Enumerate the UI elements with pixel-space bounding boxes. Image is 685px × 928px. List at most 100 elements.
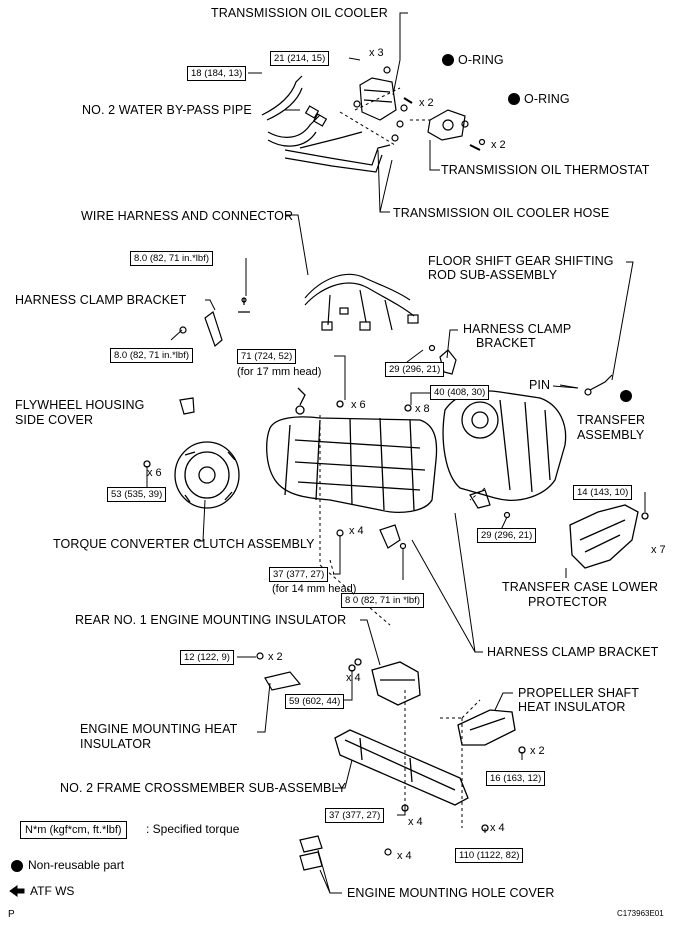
label-harness-clamp-bracket-right-2: BRACKET (476, 336, 536, 350)
oil-thermostat-part (427, 109, 486, 151)
qty-heat-insulator: x 2 (268, 651, 283, 663)
torque-rear-insulator: 59 (602, 44) (285, 694, 345, 709)
leader-propeller (494, 692, 513, 711)
qty-protector: x 7 (651, 544, 666, 556)
footer-left: P (8, 909, 15, 920)
label-flywheel-cover-2: SIDE COVER (15, 413, 94, 427)
leader-heat-insulator (257, 682, 271, 733)
label-torque-converter: TORQUE CONVERTER CLUTCH ASSEMBLY (53, 537, 315, 551)
note-17mm: (for 17 mm head) (237, 366, 322, 378)
label-pin: PIN (529, 378, 551, 392)
label-oil-cooler-hose: TRANSMISSION OIL COOLER HOSE (393, 206, 610, 220)
torque-harness-lower: 8 0 (82, 71 in *lbf) (341, 593, 424, 608)
torque-bracket-lower: 29 (296, 21) (477, 528, 537, 543)
qty-oring2: x 2 (491, 139, 506, 151)
label-harness-clamp-bracket-right-1: HARNESS CLAMP (463, 322, 572, 336)
harness-bracket-left-part (179, 297, 250, 348)
label-mounting-hole-cover: ENGINE MOUNTING HOLE COVER (347, 886, 555, 900)
torque-bracket-right: 29 (296, 21) (385, 362, 445, 377)
leader-floor-shift (611, 261, 634, 381)
label-floor-shift-2: ROD SUB-ASSEMBLY (428, 268, 558, 282)
leader-oil-cooler (392, 12, 408, 96)
non-reusable-icon (442, 54, 454, 66)
qty-hole-cover: x 4 (490, 822, 505, 834)
torque-protector: 14 (143, 10) (573, 485, 633, 500)
qty-cooler: x 3 (369, 47, 384, 59)
label-o-ring-2: O-RING (524, 92, 570, 106)
harness-bracket-lower-part (336, 489, 511, 550)
torque-oil-cooler: 21 (214, 15) (270, 51, 330, 66)
qty-propeller: x 2 (530, 745, 545, 757)
legend-torque-box: N*m (kgf*cm, ft.*lbf) (20, 821, 127, 839)
label-transfer-protector-2: PROTECTOR (528, 595, 608, 609)
legend-non-reusable-text: Non-reusable part (28, 858, 125, 872)
label-crossmember: NO. 2 FRAME CROSSMEMBER SUB-ASSEMBLY (60, 781, 347, 795)
footer-code: C173963E01 (617, 909, 664, 918)
transfer-protector-part (569, 504, 649, 569)
legend-non-reusable-icon (11, 860, 23, 872)
legend-atf-text: ATF WS (30, 884, 75, 898)
qty-17mm: x 6 (351, 399, 366, 411)
label-propeller-insulator-2: HEAT INSULATOR (518, 700, 626, 714)
wire-harness-part (304, 273, 419, 331)
torque-bypass: 18 (184, 13) (187, 66, 247, 81)
oil-cooler-part (353, 66, 397, 121)
o-rings-part (391, 97, 413, 142)
propeller-insulator-part (457, 709, 526, 754)
label-water-bypass-pipe: NO. 2 WATER BY-PASS PIPE (82, 103, 252, 117)
label-mounting-heat-insulator-1: ENGINE MOUNTING HEAT (80, 722, 238, 736)
leader-hole-cover (317, 849, 342, 894)
torque-hole-cover: 110 (1122, 82) (455, 848, 524, 863)
legend-torque-text: : Specified torque (146, 822, 240, 836)
label-rear-mounting-insulator: REAR NO. 1 ENGINE MOUNTING INSULATOR (75, 613, 347, 627)
label-harness-clamp-bracket-left: HARNESS CLAMP BRACKET (15, 293, 187, 307)
heat-insulator-part (256, 652, 302, 691)
leader-harness-left (205, 299, 216, 311)
leader-harness-right (446, 329, 458, 359)
leader-harness-lower (411, 512, 483, 653)
qty-oring1: x 2 (419, 97, 434, 109)
torque-harness-left: 8.0 (82, 71 in.*lbf) (110, 348, 193, 363)
label-oil-thermostat: TRANSMISSION OIL THERMOSTAT (441, 163, 650, 177)
leader-thermostat (429, 140, 440, 171)
qty-converter: x 6 (147, 467, 162, 479)
label-transmission-oil-cooler: TRANSMISSION OIL COOLER (211, 6, 388, 20)
flywheel-cover-part (179, 397, 195, 415)
torque-heat-insulator: 12 (122, 9) (180, 650, 234, 665)
non-reusable-icon (620, 390, 632, 402)
qty-crossmember: x 4 (408, 816, 423, 828)
qty-transfer: x 8 (415, 403, 430, 415)
note-14mm: (for 14 mm head) (272, 583, 357, 595)
label-flywheel-cover-1: FLYWHEEL HOUSING (15, 398, 145, 412)
floor-shift-rod-part (559, 374, 613, 396)
torque-converter-part (143, 441, 240, 509)
water-bypass-pipe-part (261, 75, 328, 147)
torque-propeller: 16 (163, 12) (486, 771, 546, 786)
torque-harness-top: 8.0 (82, 71 in.*lbf) (130, 251, 213, 266)
qty-rear-insulator: x 4 (346, 672, 361, 684)
label-floor-shift-1: FLOOR SHIFT GEAR SHIFTING (428, 254, 614, 268)
label-transfer-2: ASSEMBLY (577, 428, 645, 442)
leader-wire-harness (286, 214, 309, 276)
label-o-ring-1: O-RING (458, 53, 504, 67)
leader-converter (197, 499, 206, 542)
atf-arrow-icon (9, 885, 25, 897)
qty-bottom: x 4 (397, 850, 412, 862)
label-wire-harness: WIRE HARNESS AND CONNECTOR (81, 209, 294, 223)
cooler-hose-part (284, 131, 391, 173)
non-reusable-icon (508, 93, 520, 105)
label-harness-clamp-bracket-lower: HARNESS CLAMP BRACKET (487, 645, 659, 659)
torque-transfer: 40 (408, 30) (430, 385, 490, 400)
label-transfer-1: TRANSFER (577, 413, 646, 427)
leader-crossmember (335, 759, 353, 789)
torque-17mm: 71 (724, 52) (237, 349, 297, 364)
transfer-part (442, 390, 567, 501)
label-transfer-protector-1: TRANSFER CASE LOWER (502, 580, 659, 594)
crossmember-part (334, 729, 489, 832)
qty-14mm: x 4 (349, 525, 364, 537)
rear-insulator-part (348, 658, 421, 706)
torque-converter: 53 (535, 39) (107, 487, 167, 502)
torque-14mm: 37 (377, 27) (269, 567, 329, 582)
